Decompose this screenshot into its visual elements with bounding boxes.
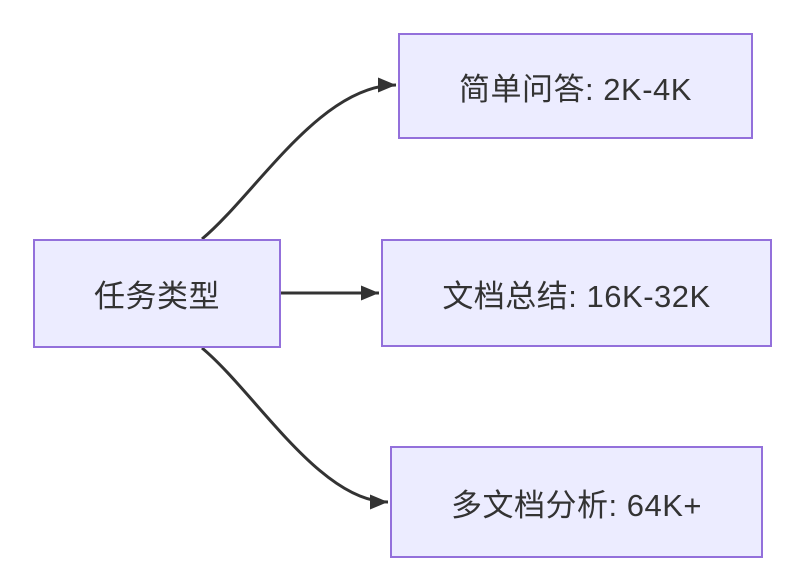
node-simple-qa: 简单问答: 2K-4K xyxy=(398,33,753,139)
edge-to-multi-doc xyxy=(201,346,389,510)
node-multi-doc: 多文档分析: 64K+ xyxy=(390,446,763,558)
node-multi-doc-label: 多文档分析: 64K+ xyxy=(451,487,702,523)
edge-to-simple-qa xyxy=(201,77,397,241)
node-task-type-label: 任务类型 xyxy=(94,279,220,314)
node-doc-summary-label: 文档总结: 16K-32K xyxy=(442,278,711,314)
node-doc-summary: 文档总结: 16K-32K xyxy=(381,239,772,347)
node-simple-qa-label: 简单问答: 2K-4K xyxy=(459,71,692,107)
node-task-type: 任务类型 xyxy=(33,239,281,348)
